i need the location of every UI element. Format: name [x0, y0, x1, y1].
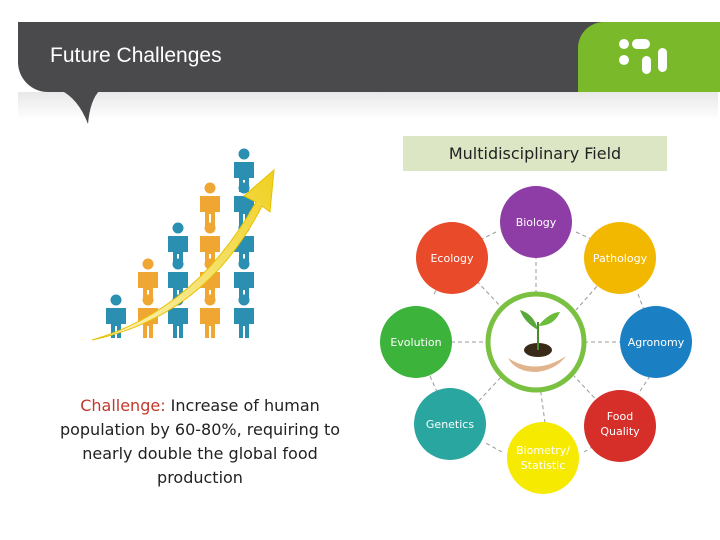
node-evolution-label: Evolution [390, 336, 441, 349]
multidisciplinary-diagram: Biology Pathology Agronomy Food Quality … [380, 186, 692, 494]
logo-icon [619, 39, 667, 74]
node-pathology-label: Pathology [593, 252, 648, 265]
node-biometry: Biometry/ Statistic [507, 422, 579, 494]
population-growth-illustration [91, 148, 275, 341]
node-pathology: Pathology [584, 222, 656, 294]
header-dark-panel [18, 22, 618, 92]
node-agronomy: Agronomy [620, 306, 692, 378]
node-ecology-label: Ecology [430, 252, 473, 265]
challenge-keyword: Challenge: [80, 396, 166, 415]
node-biology-label: Biology [516, 216, 557, 229]
header-bar: Future Challenges [18, 22, 720, 92]
center-plant [485, 291, 587, 393]
node-food-quality-label-2: Quality [600, 425, 640, 438]
speech-tail-icon [60, 90, 100, 124]
node-biology: Biology [500, 186, 572, 258]
page-title: Future Challenges [50, 44, 222, 67]
node-agronomy-label: Agronomy [628, 336, 685, 349]
multidisciplinary-field-label: Multidisciplinary Field [403, 136, 667, 171]
header-shadow [18, 92, 718, 120]
node-ecology: Ecology [416, 222, 488, 294]
node-biometry-label-1: Biometry/ [516, 444, 570, 457]
challenge-description: Increase of human population by 60-80%, … [59, 396, 341, 487]
challenge-text: Challenge: Increase of human population … [50, 394, 350, 490]
node-food-quality-label-1: Food [607, 410, 633, 423]
node-genetics-label: Genetics [426, 418, 474, 431]
node-genetics: Genetics [414, 388, 486, 460]
node-evolution: Evolution [380, 306, 452, 378]
node-biometry-label-2: Statistic [521, 459, 566, 472]
node-food-quality: Food Quality [584, 390, 656, 462]
